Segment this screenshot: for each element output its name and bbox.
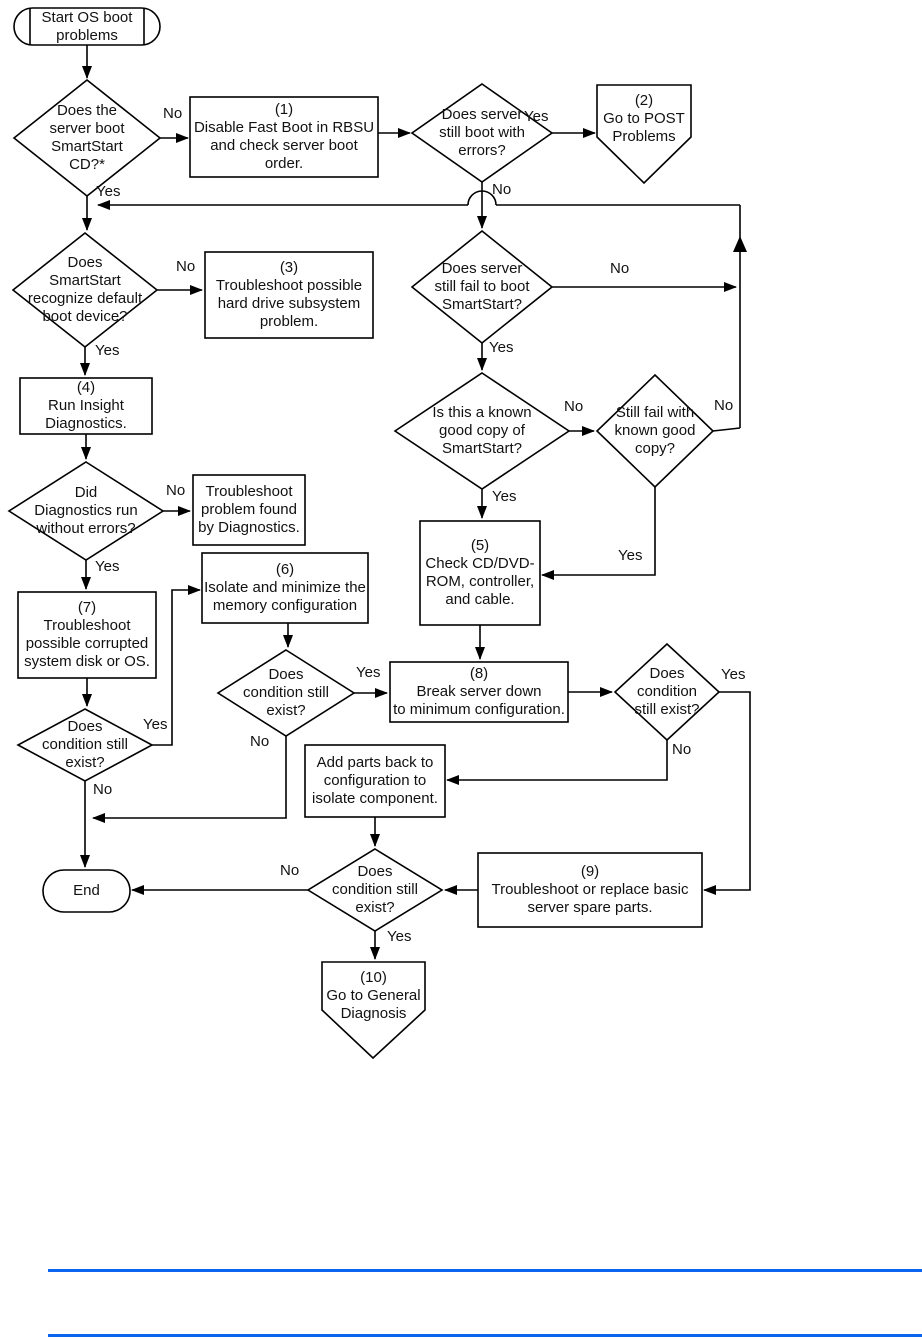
edge-label-no: No [610, 260, 630, 277]
connectors [80, 45, 751, 960]
edge-label-no: No [564, 398, 584, 415]
footer-rule-bottom [48, 1334, 922, 1337]
terminator-end-shape [42, 869, 131, 913]
terminator-start-label: Start OS boot problems [41, 8, 133, 44]
edge-label-yes: Yes [721, 666, 746, 683]
edge-label-yes: Yes [387, 928, 412, 945]
process-9-label: (9) Troubleshoot or replace basic server… [491, 863, 689, 916]
process-6-shape [201, 552, 369, 624]
edge-label-yes: Yes [356, 664, 381, 681]
edge-label-yes: Yes [96, 183, 121, 200]
edge-label-yes: Yes [492, 488, 517, 505]
edge-label-no: No [250, 733, 270, 750]
decision-cond-left-label: Does condition still exist? [42, 718, 128, 771]
edge-label-yes: Yes [489, 339, 514, 356]
process-3-shape [204, 251, 374, 339]
edge-label-no: No [492, 181, 512, 198]
edge-label-no: No [176, 258, 196, 275]
edge-label-no: No [714, 397, 734, 414]
process-8-label: (8) Break server down to minimum configu… [393, 665, 565, 718]
process-4-label: (4) Run Insight Diagnostics. [45, 379, 127, 432]
footer-rule-top [48, 1269, 922, 1272]
edge-label-no: No [163, 105, 183, 122]
decision-boot-cd-label: Does the server boot SmartStart CD?* [49, 102, 125, 173]
decision-boot-errors-label: Does server still boot with errors? [439, 106, 525, 159]
decision-cond-mid-label: Does condition still exist? [243, 666, 329, 719]
process-6-label: (6) Isolate and minimize the memory conf… [204, 561, 366, 614]
decision-diag-errors-label: Did Diagnostics run without errors? [34, 484, 138, 537]
edge-label-no: No [93, 781, 113, 798]
process-5-label: (5) Check CD/DVD- ROM, controller, and c… [425, 537, 535, 608]
edge-label-yes: Yes [95, 342, 120, 359]
process-3-label: (3) Troubleshoot possible hard drive sub… [215, 259, 363, 330]
edge-label-yes: Yes [524, 108, 549, 125]
edge-label-no: No [280, 862, 300, 879]
decision-cond-bottom-label: Does condition still exist? [332, 863, 418, 916]
process-add-parts-label: Add parts back to configuration to isola… [312, 754, 438, 807]
decision-cond-right-label: Does condition still exist? [634, 665, 700, 718]
process-diag-fix-shape [192, 474, 306, 546]
process-1-label: (1) Disable Fast Boot in RBSU and check … [193, 101, 375, 172]
process-7-label: (7) Troubleshoot possible corrupted syst… [24, 599, 150, 670]
edge-label-yes: Yes [95, 558, 120, 575]
decision-still-fail-label: Still fail with known good copy? [614, 404, 696, 457]
edge-label-no: No [166, 482, 186, 499]
offpage-2-label: (2) Go to POST Problems [603, 92, 685, 145]
terminator-end-label: End [73, 882, 100, 899]
process-diag-fix-label: Troubleshoot problem found by Diagnostic… [198, 483, 300, 536]
offpage-10-label: (10) Go to General Diagnosis [326, 969, 421, 1022]
offpage-10-shape [321, 961, 426, 1060]
edge-label-no: No [672, 741, 692, 758]
edge-label-yes: Yes [143, 716, 168, 733]
decision-known-copy-label: Is this a known good copy of SmartStart? [432, 404, 532, 457]
edge-label-yes: Yes [618, 547, 643, 564]
decision-fail-boot-label: Does server still fail to boot SmartStar… [434, 260, 530, 313]
process-1-shape [189, 96, 379, 178]
decision-recognize-label: Does SmartStart recognize default boot d… [27, 254, 143, 325]
offpage-2-shape [596, 84, 692, 185]
up-arrowhead [733, 236, 747, 252]
